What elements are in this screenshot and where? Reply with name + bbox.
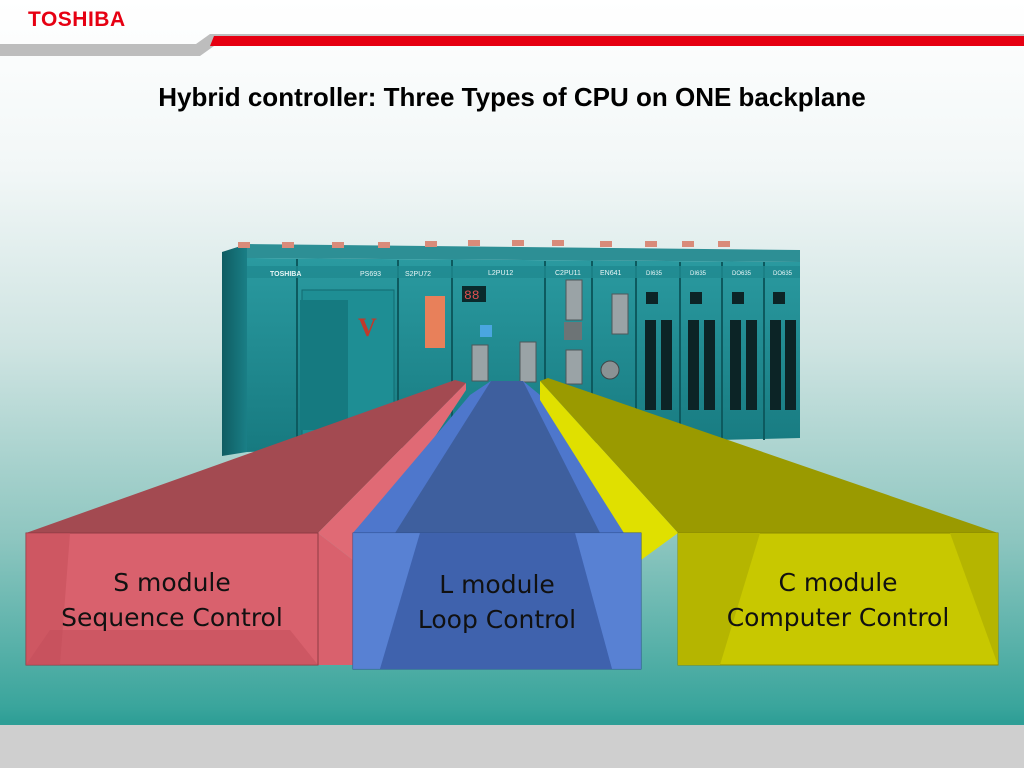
c-module-label: C module Computer Control: [678, 566, 998, 635]
slot-label-en: EN641: [600, 270, 622, 277]
io-module-leds: [646, 292, 785, 304]
l-module-box: [352, 532, 642, 670]
io-module-connectors: [645, 320, 796, 410]
c-module-name: C module: [778, 568, 898, 597]
ethernet-port: [564, 322, 582, 340]
l-module-label: L module Loop Control: [353, 568, 641, 637]
d-sub-connectors: [471, 279, 629, 385]
slot-label-do2: DO635: [773, 271, 793, 277]
plc-rack: TOSHIBA PS693 S2PU72 L2PU12 C2PU11 EN641…: [222, 240, 800, 456]
l-module-display: [462, 286, 486, 302]
s-module-label: S module Sequence Control: [26, 566, 318, 635]
slot-label-ps: PS693: [360, 271, 381, 278]
slot-label-di2: DI635: [690, 271, 707, 277]
s-module-beam: [26, 380, 466, 665]
slot-label-c: C2PU11: [555, 270, 581, 277]
c-module-beam: [540, 378, 998, 560]
page-title: Hybrid controller: Three Types of CPU on…: [158, 82, 866, 112]
footer-band: [0, 725, 1024, 768]
rack-label-strip: [247, 266, 800, 278]
header-band: [0, 0, 1024, 60]
rack-top-clips: [238, 240, 730, 248]
l-module-switch: [480, 325, 492, 337]
digit-display-text: 88: [464, 288, 480, 303]
header-stripes: [0, 34, 1024, 56]
rack-side-panel: [222, 244, 247, 456]
l-module-name: L module: [439, 570, 555, 599]
c-module-box: [677, 532, 999, 666]
toshiba-logo: TOSHIBA: [28, 8, 126, 31]
s-module-box: [25, 532, 319, 666]
s-module-terminal: [425, 296, 445, 348]
rack-top-edge: [247, 244, 800, 262]
slot-label-di1: DI635: [646, 271, 663, 277]
l-module-function: Loop Control: [417, 604, 577, 634]
s-module-name: S module: [113, 568, 231, 597]
bnc-connector: [600, 360, 620, 380]
c-module-function: Computer Control: [726, 602, 950, 632]
ps-module-door: [300, 300, 348, 430]
slot-label-l: L2PU12: [488, 270, 513, 277]
s-module-function: Sequence Control: [61, 602, 283, 632]
v-emblem: V: [358, 313, 377, 342]
slot-label-s: S2PU72: [405, 271, 431, 278]
slot-label-do1: DO635: [732, 271, 752, 277]
device-brand-label: TOSHIBA: [270, 271, 301, 278]
